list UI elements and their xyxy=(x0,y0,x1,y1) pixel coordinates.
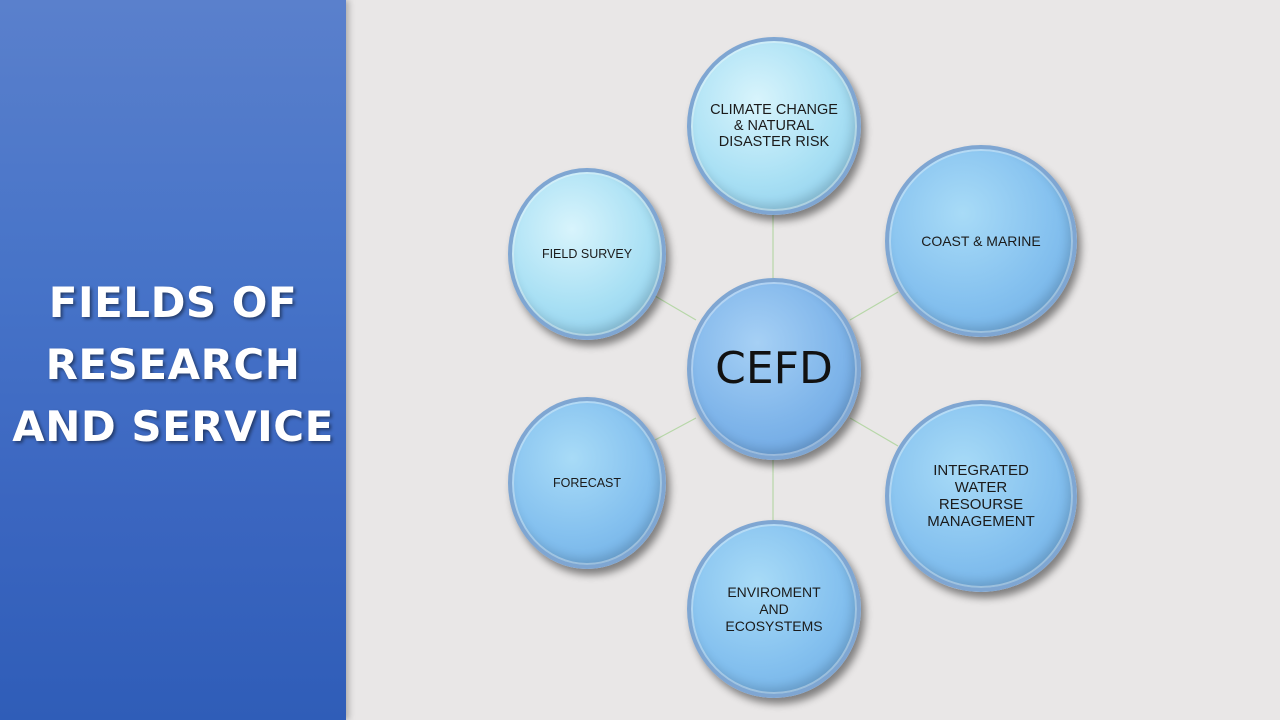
connector-forecast xyxy=(654,417,697,441)
slide-title: FIELDS OF RESEARCH AND SERVICE xyxy=(0,272,346,458)
connector-coast xyxy=(849,291,899,321)
node-environment-label: ENVIROMENT AND ECOSYSTEMS xyxy=(725,583,823,634)
node-water: INTEGRATED WATER RESOURSE MANAGEMENT xyxy=(885,400,1077,592)
node-climate-label: CLIMATE CHANGE & NATURAL DISASTER RISK xyxy=(710,102,838,150)
node-environment: ENVIROMENT AND ECOSYSTEMS xyxy=(687,520,861,698)
node-center-cefd: CEFD xyxy=(687,278,861,460)
node-coast: COAST & MARINE xyxy=(885,145,1077,337)
node-climate: CLIMATE CHANGE & NATURAL DISASTER RISK xyxy=(687,37,861,215)
node-coast-label: COAST & MARINE xyxy=(921,233,1041,249)
connector-field-survey xyxy=(654,295,697,321)
title-line-3: AND SERVICE xyxy=(12,402,334,451)
node-field-survey-label: FIELD SURVEY xyxy=(541,246,633,261)
node-forecast-label: FORECAST xyxy=(552,475,622,490)
side-panel: FIELDS OF RESEARCH AND SERVICE xyxy=(0,0,346,720)
title-line-1: FIELDS OF xyxy=(48,278,298,327)
center-label: CEFD xyxy=(715,343,833,394)
node-field-survey: FIELD SURVEY xyxy=(508,168,666,340)
title-line-2: RESEARCH xyxy=(45,340,301,389)
node-water-label: INTEGRATED WATER RESOURSE MANAGEMENT xyxy=(927,462,1035,530)
node-forecast: FORECAST xyxy=(508,397,666,569)
connector-water xyxy=(849,417,899,447)
